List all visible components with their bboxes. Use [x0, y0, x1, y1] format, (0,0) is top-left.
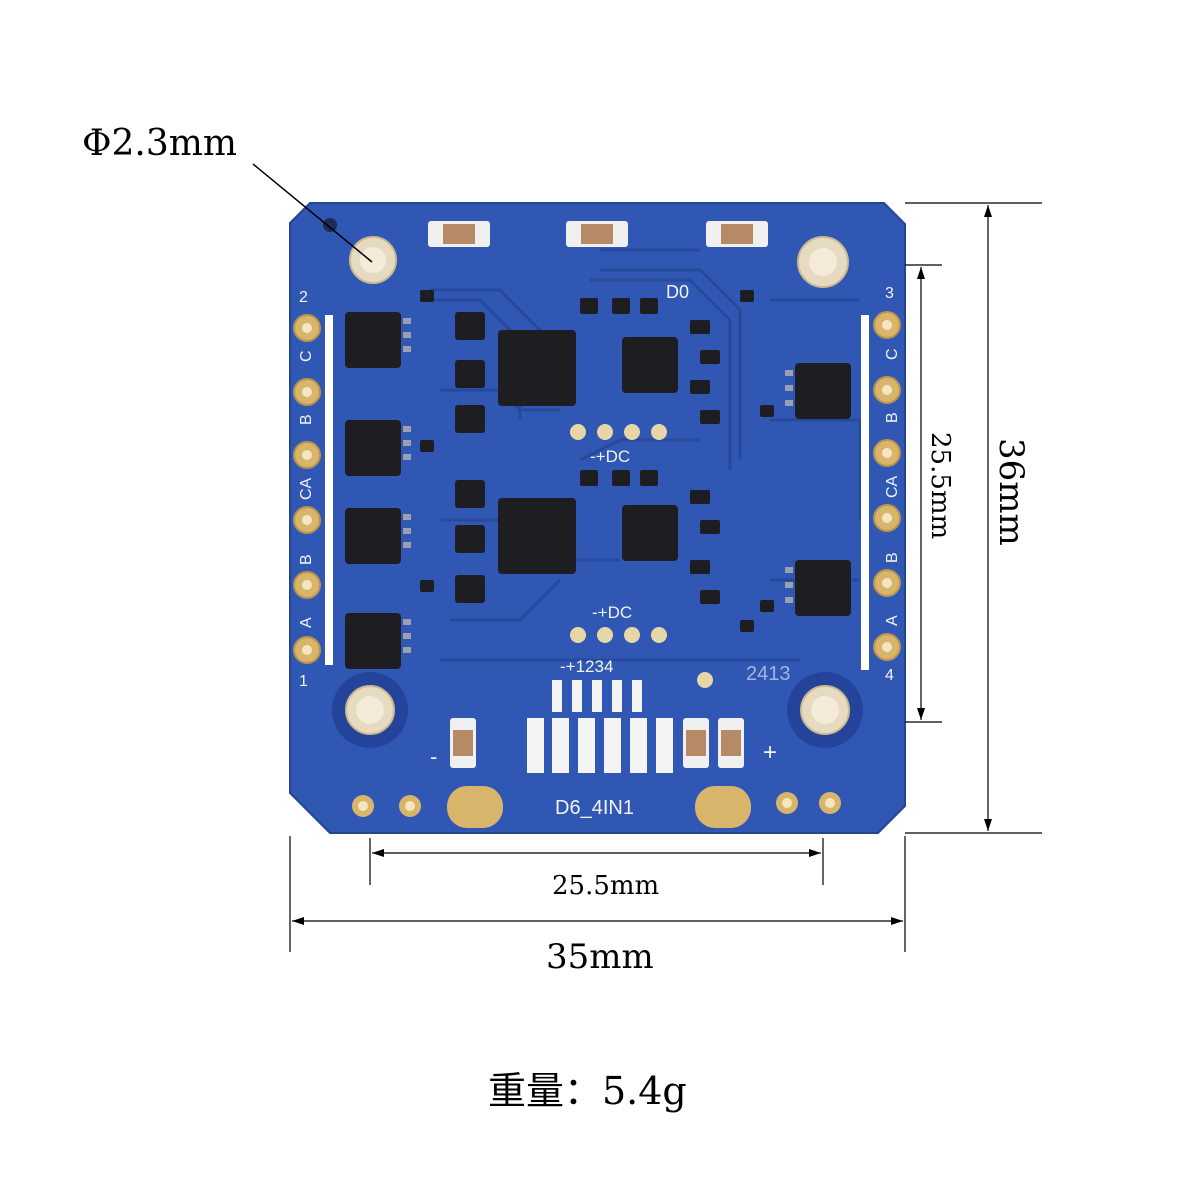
right-phase-label: CA — [884, 475, 901, 498]
battery-pad-positive — [695, 786, 751, 828]
small-hole-corner — [323, 218, 337, 232]
right-phase-label: C — [884, 348, 901, 360]
dc-pads-top — [570, 424, 667, 440]
dim-height-total-label: 36mm — [991, 438, 1031, 546]
right-phase-label: A — [884, 615, 901, 626]
left-phase-labels: C B CA B A — [298, 350, 315, 628]
right-motor-bottom-label: 4 — [885, 667, 894, 684]
dim-height-total: 36mm — [905, 202, 1042, 834]
dc-label-bottom: -+DC — [592, 603, 632, 622]
mcu-chips — [498, 330, 678, 574]
plus-label: + — [763, 739, 777, 766]
right-motor-top-label: 3 — [885, 285, 894, 302]
left-motor-pads — [293, 314, 333, 665]
driver-bottom-right — [622, 505, 678, 561]
right-phase-label: B — [884, 412, 901, 423]
signal-connector-pads — [527, 680, 673, 773]
minus-label: - — [430, 744, 437, 769]
mounting-holes — [323, 218, 863, 748]
right-motor-pads — [861, 311, 901, 670]
mosfet-left-3 — [345, 508, 401, 564]
dim-width-total: 35mm — [289, 836, 906, 977]
dim-width-mounting-label: 25.5mm — [552, 871, 659, 901]
led-label: D0 — [666, 282, 689, 302]
left-phase-label: B — [298, 554, 315, 565]
pcb-board: D6_4IN1 D0 -+1234 -+DC -+DC 2413 - + 2 1… — [289, 202, 906, 834]
right-phase-label: B — [884, 552, 901, 563]
hole-diameter-annotation: Φ2.3mm — [82, 123, 373, 263]
mosfet-left-1 — [345, 312, 401, 368]
left-motor-top-label: 2 — [299, 289, 308, 306]
bottom-capacitors — [450, 718, 744, 768]
mosfet-left-2 — [345, 420, 401, 476]
left-motor-bottom-label: 1 — [299, 673, 308, 690]
dim-height-mounting-label: 25.5mm — [925, 432, 955, 539]
smd-components — [420, 290, 774, 632]
weight-label: 重量：5.4g — [488, 1069, 687, 1113]
mosfet-right-1 — [795, 363, 851, 419]
mcu-bottom-left — [498, 498, 576, 574]
date-code: 2413 — [746, 663, 791, 685]
via-pad — [697, 672, 713, 688]
connector-label: -+1234 — [560, 657, 613, 676]
top-capacitors — [428, 221, 768, 247]
leader-line — [252, 163, 373, 263]
left-phase-label: B — [298, 414, 315, 425]
left-phase-label: C — [298, 350, 315, 362]
dim-width-mounting: 25.5mm — [369, 838, 824, 901]
left-phase-label: A — [298, 617, 315, 628]
battery-pad-negative — [447, 786, 503, 828]
dc-pads-bottom — [570, 627, 667, 643]
left-phase-label: CA — [298, 477, 315, 500]
board-name-label: D6_4IN1 — [555, 797, 634, 819]
bottom-power-pads — [352, 786, 841, 828]
dc-label-top: -+DC — [590, 447, 630, 466]
pcb-outline — [289, 202, 906, 834]
mosfet-left-4 — [345, 613, 401, 669]
dim-height-mounting: 25.5mm — [905, 264, 955, 723]
mcu-top-left — [498, 330, 576, 406]
right-phase-labels: C B CA B A — [884, 348, 901, 626]
right-mosfets — [785, 363, 851, 616]
dim-width-total-label: 35mm — [546, 937, 654, 977]
left-mosfets — [345, 312, 411, 669]
driver-top-right — [622, 337, 678, 393]
hole-diameter-label: Φ2.3mm — [82, 123, 237, 164]
mosfet-right-2 — [795, 560, 851, 616]
